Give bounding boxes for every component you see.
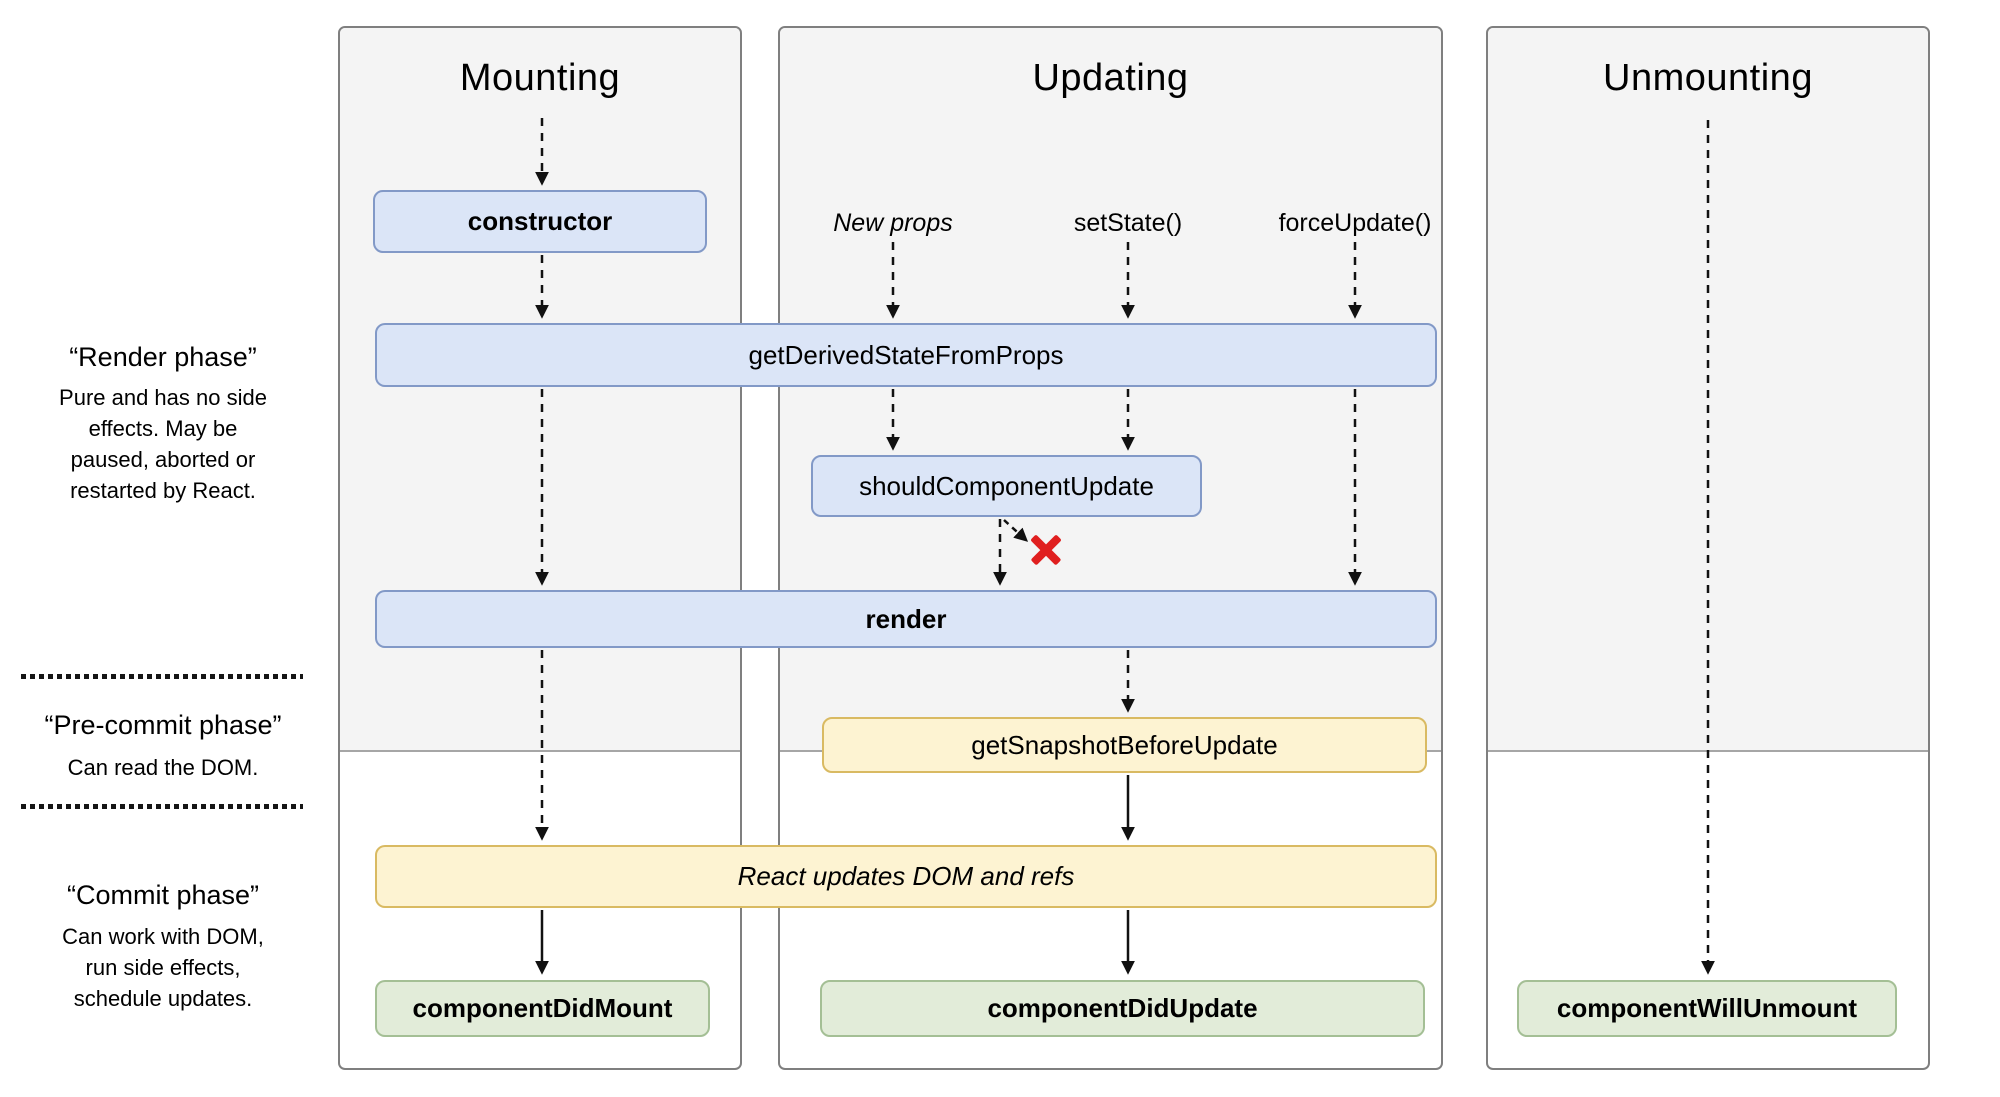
component-did-update-box: componentDidUpdate <box>820 980 1425 1037</box>
phase-separator-bottom <box>21 804 303 809</box>
commit-phase-description: Can work with DOM, run side effects, sch… <box>62 924 264 1011</box>
render-phase-heading: “Render phase” <box>69 342 257 372</box>
pre-commit-phase-label: “Pre-commit phase” Can read the DOM. <box>0 708 326 783</box>
pre-commit-phase-description: Can read the DOM. <box>67 755 259 780</box>
should-component-update-box: shouldComponentUpdate <box>811 455 1202 517</box>
new-props-label: New props <box>833 209 953 237</box>
commit-phase-label: “Commit phase” Can work with DOM, run si… <box>0 878 326 1014</box>
component-did-mount-box: componentDidMount <box>375 980 710 1037</box>
get-snapshot-before-update-box: getSnapshotBeforeUpdate <box>822 717 1427 773</box>
commit-phase-heading: “Commit phase” <box>66 880 260 910</box>
updating-title: Updating <box>1032 57 1189 99</box>
render-phase-description: Pure and has no side effects. May be pau… <box>59 385 267 503</box>
render-phase-label: “Render phase” Pure and has no side effe… <box>0 340 326 506</box>
unmounting-title: Unmounting <box>1603 57 1813 99</box>
render-box: render <box>375 590 1437 648</box>
phase-separator-top <box>21 674 303 679</box>
unmounting-panel: Unmounting <box>1486 26 1930 1070</box>
set-state-label: setState() <box>1073 209 1183 237</box>
constructor-box: constructor <box>373 190 707 253</box>
mounting-panel: Mounting <box>338 26 742 1070</box>
get-derived-state-from-props-box: getDerivedStateFromProps <box>375 323 1437 387</box>
react-updates-dom-box: React updates DOM and refs <box>375 845 1437 908</box>
abort-x-icon <box>1028 531 1064 567</box>
force-update-label: forceUpdate() <box>1278 209 1432 237</box>
mounting-title: Mounting <box>459 57 621 99</box>
pre-commit-phase-heading: “Pre-commit phase” <box>44 710 282 740</box>
unmounting-render-phase-shade <box>1488 28 1928 752</box>
updating-panel: Updating <box>778 26 1443 1070</box>
component-will-unmount-box: componentWillUnmount <box>1517 980 1897 1037</box>
